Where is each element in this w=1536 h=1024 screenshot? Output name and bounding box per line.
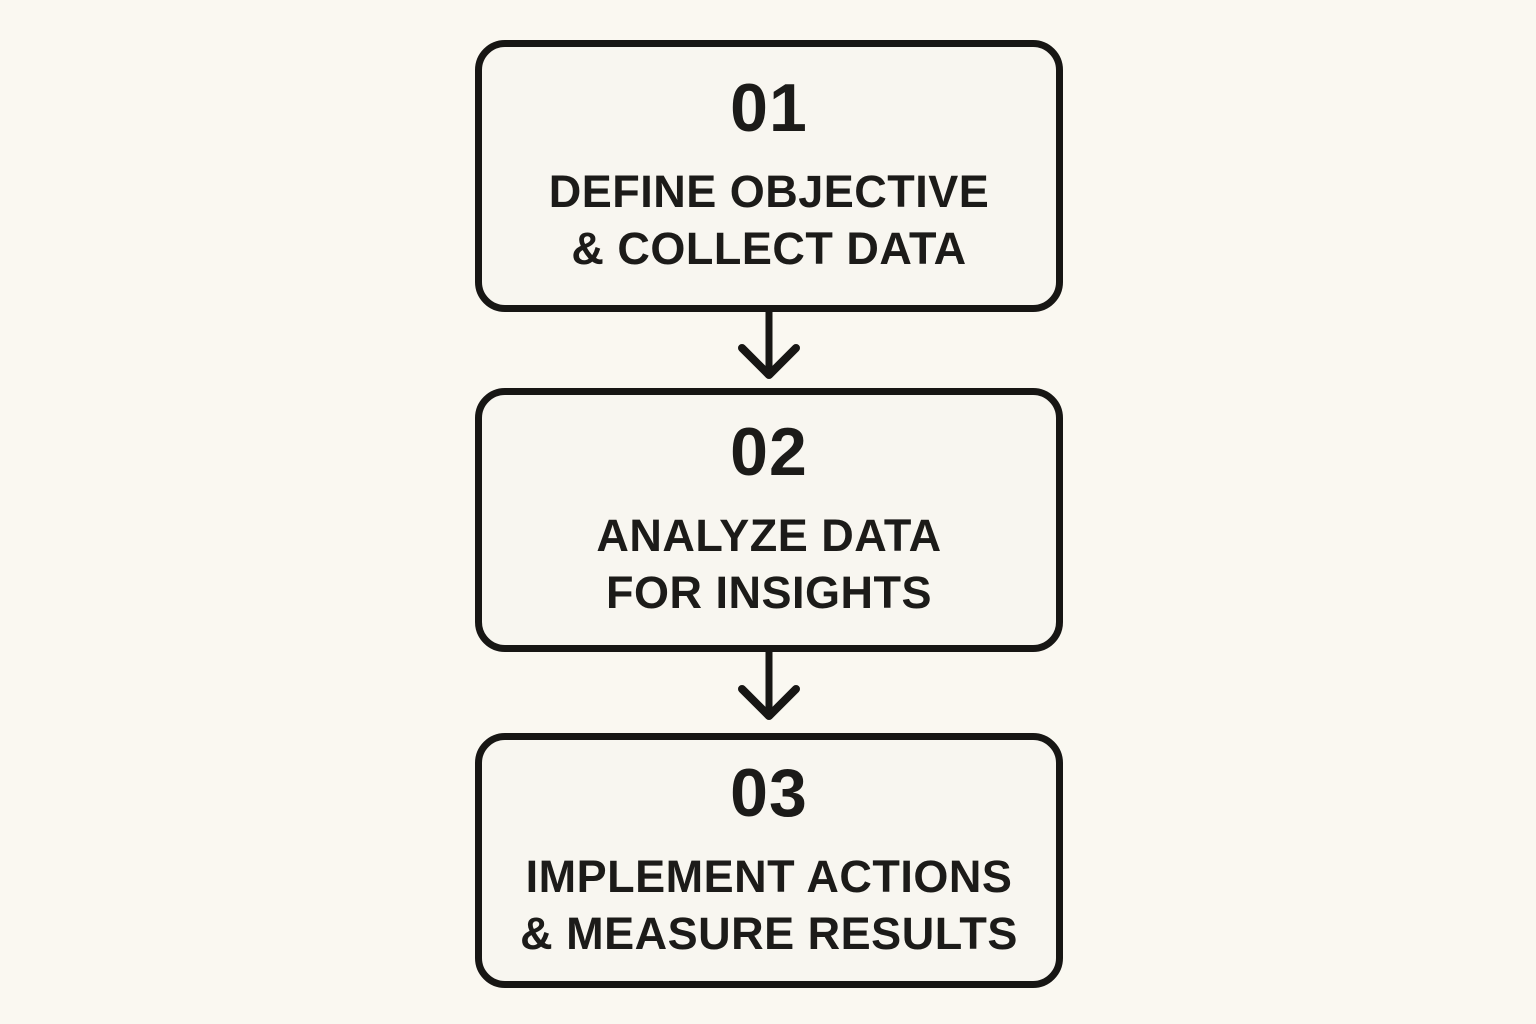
step-number-3: 03 <box>730 754 808 831</box>
step-box-2: 02 ANALYZE DATA FOR INSIGHTS <box>475 388 1063 652</box>
step-title-1-line-2: & COLLECT DATA <box>571 223 967 274</box>
step-title-2-line-1: ANALYZE DATA <box>596 510 942 562</box>
arrow-down-icon <box>731 650 807 724</box>
step-box-1: 01 DEFINE OBJECTIVE & COLLECT DATA <box>475 40 1063 312</box>
step-number-2: 02 <box>730 414 808 491</box>
step-title-1-line-1: DEFINE OBJECTIVE <box>548 166 990 218</box>
step-title-3: IMPLEMENT ACTIONS & MEASURE RESULTS <box>520 849 1018 962</box>
step-box-3: 03 IMPLEMENT ACTIONS & MEASURE RESULTS <box>475 733 1063 988</box>
step-title-3-line-2: & MEASURE RESULTS <box>520 907 1018 959</box>
step-title-2: ANALYZE DATA FOR INSIGHTS <box>596 508 941 621</box>
arrow-down-icon <box>731 309 807 383</box>
step-title-3-line-1: IMPLEMENT ACTIONS <box>525 850 1013 902</box>
step-title-2-line-2: FOR INSIGHTS <box>605 567 932 618</box>
step-title-1: DEFINE OBJECTIVE & COLLECT DATA <box>549 164 990 277</box>
step-number-1: 01 <box>730 70 808 147</box>
